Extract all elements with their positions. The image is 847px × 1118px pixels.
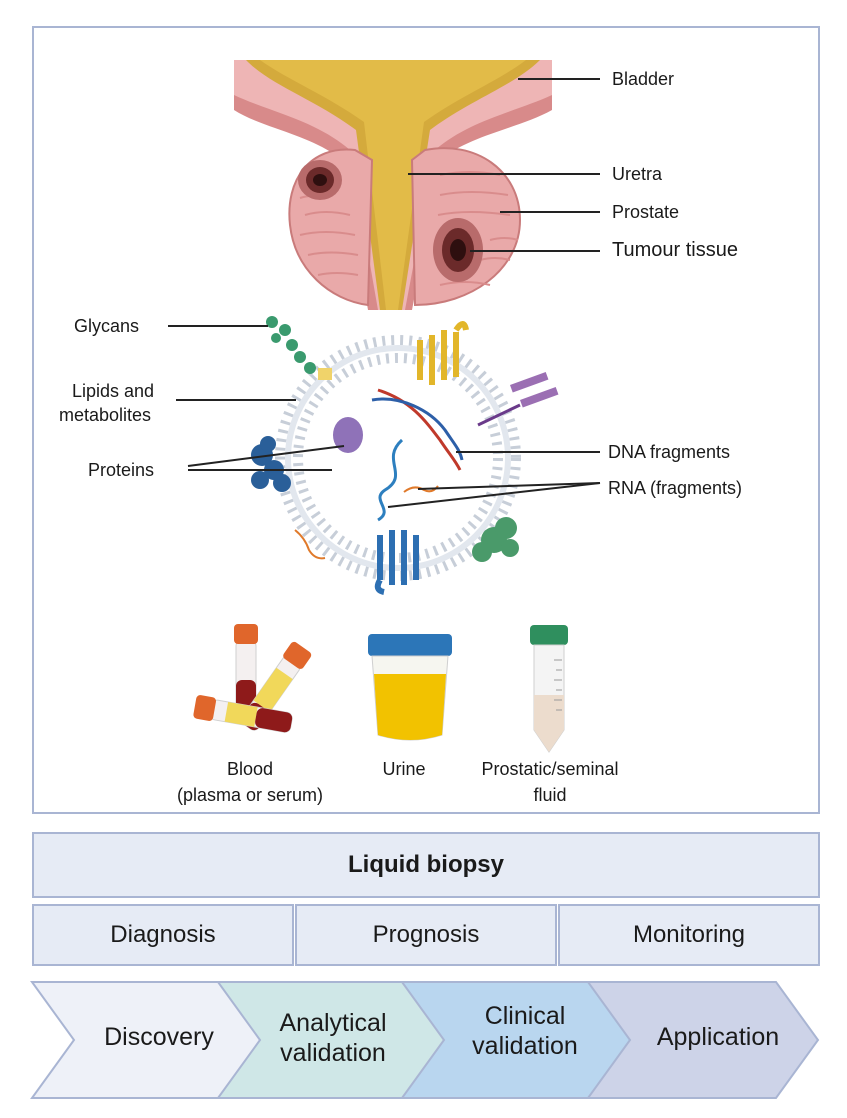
label-rna-fragments: RNA (fragments) xyxy=(608,478,743,498)
label-lipids-line2: metabolites xyxy=(59,405,152,425)
label-proteins: Proteins xyxy=(88,460,155,480)
label-blood-line1: Blood xyxy=(226,759,274,779)
seminal-tube-icon xyxy=(530,625,568,753)
label-uretra: Uretra xyxy=(612,164,663,184)
step-clinical-line2: validation xyxy=(472,1032,578,1060)
label-seminal-line2: fluid xyxy=(533,785,567,805)
use-prognosis: Prognosis xyxy=(295,904,557,966)
chevron-application xyxy=(586,981,820,1099)
label-tumour-tissue: Tumour tissue xyxy=(612,239,738,261)
pipeline-chevrons xyxy=(30,981,820,1099)
label-prostate: Prostate xyxy=(612,202,680,222)
vesicle-leader-lines xyxy=(168,325,601,508)
urine-cup-icon xyxy=(368,634,452,741)
bladder-illustration xyxy=(234,60,552,310)
step-analytical-validation: Analytical validation xyxy=(258,1008,408,1068)
blood-tubes-icon xyxy=(193,624,312,733)
label-dna-fragments: DNA fragments xyxy=(608,442,731,462)
step-discovery: Discovery xyxy=(84,1022,234,1052)
step-application: Application xyxy=(638,1022,798,1052)
prostate-illustration xyxy=(288,147,522,307)
liquid-biopsy-box: Liquid biopsy xyxy=(32,832,820,898)
tumour-right xyxy=(433,218,483,282)
use-monitoring: Monitoring xyxy=(558,904,820,966)
figure-frame xyxy=(32,26,820,814)
label-bladder: Bladder xyxy=(612,69,675,89)
step-clinical-line1: Clinical xyxy=(484,1002,566,1030)
vesicle-illustration xyxy=(251,316,559,595)
label-urine: Urine xyxy=(382,759,426,779)
label-lipids-line1: Lipids and xyxy=(72,381,155,401)
step-discovery-line1: Discovery xyxy=(104,1023,214,1051)
step-analytical-line2: validation xyxy=(280,1039,386,1067)
step-analytical-line1: Analytical xyxy=(279,1009,387,1037)
label-glycans: Glycans xyxy=(74,316,140,336)
tumour-left xyxy=(298,160,342,200)
step-application-line1: Application xyxy=(656,1023,780,1051)
use-diagnosis: Diagnosis xyxy=(32,904,294,966)
anatomy-leader-lines xyxy=(408,78,600,252)
label-blood-line2: (plasma or serum) xyxy=(176,785,324,805)
label-seminal-line1: Prostatic/seminal xyxy=(481,759,619,779)
step-clinical-validation: Clinical validation xyxy=(450,1001,600,1061)
